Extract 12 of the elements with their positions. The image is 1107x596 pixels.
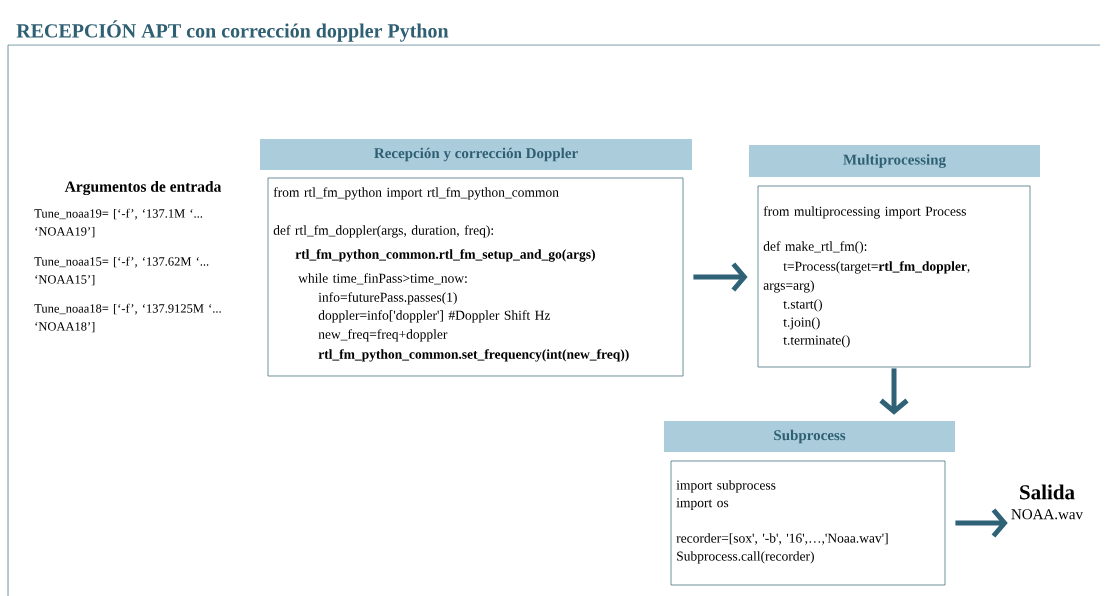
code-box: import subprocess import os recorder=[sox', '-b', '16',…,'Noaa.wav'] Subprocess.call(recorder)	[670, 460, 946, 586]
output-text: Salida NOAA.wav	[1011, 484, 1084, 520]
code-box: from rtl_fm_python import rtl_fm_python_common def rtl_fm_doppler(args, duration, freq): rtl_fm_python_common.rtl_fm_setup_and_go(args) while time_finPass>time_now: info=futurePass.passes(1) doppler=info['doppler'] #Doppler Shift Hz new_freq=freq+doppler rtl_fm_python_common.set_frequency(int(new_freq))	[267, 177, 684, 377]
argument-text: Tune_noaa15= [‘-f’, ‘137.62M ‘... ‘NOAA15’]	[34, 256, 209, 286]
code-box: from multiprocessing import Process def make_rtl_fm(): t=Process(target=rtl_fm_doppler, args=arg) t.start() t.join() t.terminate()	[757, 185, 1031, 368]
argument-text: Tune_noaa18= [‘-f’, ‘137.9125M ‘... ‘NOAA18’]	[34, 303, 221, 333]
section-header: Subprocess	[664, 421, 955, 452]
section-header: Multiprocessing	[749, 145, 1040, 177]
title: RECEPCIÓN APT con corrección doppler Python	[16, 20, 449, 42]
section-header: Recepción y corrección Doppler	[260, 139, 692, 170]
argument-text: Tune_noaa19= [‘-f’, ‘137.1M ‘... ‘NOAA19’]	[34, 208, 203, 238]
section-heading: Argumentos de entrada	[64, 180, 222, 196]
